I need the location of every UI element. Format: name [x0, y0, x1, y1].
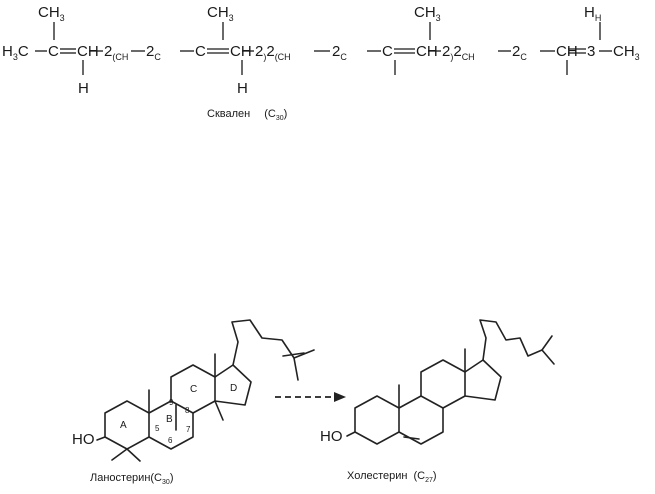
- hydrogen-2: H: [237, 80, 248, 97]
- conversion-arrow: [275, 392, 346, 402]
- ring-a: [354, 395, 400, 445]
- hydroxyl-group: HO: [72, 431, 95, 448]
- terminal-methyl: [293, 357, 299, 381]
- ch3-terminal: CH3: [613, 43, 640, 62]
- atom-number-9: 9: [169, 398, 174, 407]
- ch2-group-2: 2C: [146, 43, 161, 62]
- ring-b: [398, 395, 444, 445]
- methyl-c14: [214, 400, 224, 421]
- carbon-6: CH: [416, 43, 438, 60]
- c5-c6-double-bond: [403, 436, 420, 440]
- ring-label-c: C: [190, 384, 197, 395]
- ring-c: [170, 364, 216, 414]
- carbon-8: 3: [587, 43, 595, 60]
- gem-methyl-1: [111, 448, 128, 461]
- hydroxyl-group: HO: [320, 428, 343, 445]
- lanosterol-caption: Ланостерин(C30): [90, 472, 173, 486]
- ch2-group-1: 2(CH: [104, 43, 128, 62]
- h3c-group: H3C: [2, 43, 29, 62]
- ch2-group-4: 2C: [332, 43, 347, 62]
- methyl-2: CH3: [207, 4, 234, 23]
- lanosterol-structure: HO A B C D 5 6 7 8 9 Ланостерин(C30): [72, 319, 315, 486]
- arrow-head: [334, 392, 346, 402]
- ring-d: [464, 359, 502, 401]
- carbon-2: CH: [77, 43, 99, 60]
- methyl-4: HH: [584, 4, 601, 23]
- ch2-group-5: 2)2CH: [442, 43, 475, 62]
- side-chain: [231, 319, 315, 366]
- isopropyl-methyl-2: [541, 349, 555, 365]
- ch2-group-3: 2)2(CH: [255, 43, 291, 62]
- methyl-1: CH3: [38, 4, 65, 23]
- oh-bond: [346, 431, 356, 437]
- oh-bond: [96, 436, 106, 441]
- atom-number-8: 8: [185, 406, 190, 415]
- cholesterol-caption: Холестерин(C27): [347, 470, 437, 484]
- carbon-1: C: [48, 43, 59, 60]
- ring-label-d: D: [230, 383, 237, 394]
- atom-number-7: 7: [186, 425, 191, 434]
- cholesterol-structure: HO Холестерин(C27): [320, 319, 555, 484]
- carbon-3: C: [195, 43, 206, 60]
- carbon-5: C: [382, 43, 393, 60]
- atom-number-5: 5: [155, 424, 160, 433]
- squalene-formula: H3C C CH 2(CH 2C C CH 2)2(CH 2C C CH 2)2…: [2, 4, 640, 122]
- ring-d: [214, 364, 252, 406]
- ch2-group-6: 2C: [512, 43, 527, 62]
- side-chain-double-bond: [282, 352, 305, 357]
- squalene-caption: Сквален(C30): [207, 108, 287, 122]
- ring-label-a: A: [120, 420, 127, 431]
- ring-label-b: B: [166, 414, 173, 425]
- ring-b: [148, 400, 194, 450]
- hydrogen-1: H: [78, 80, 89, 97]
- methyl-3: CH3: [414, 4, 441, 23]
- gem-methyl-2: [126, 448, 141, 462]
- carbon-7: CH: [556, 43, 578, 60]
- side-chain: [479, 319, 543, 361]
- atom-number-6: 6: [168, 436, 173, 445]
- carbon-4: CH: [230, 43, 252, 60]
- ring-a: [104, 400, 150, 450]
- ring-c: [420, 359, 466, 409]
- isopropyl-methyl-1: [541, 335, 553, 351]
